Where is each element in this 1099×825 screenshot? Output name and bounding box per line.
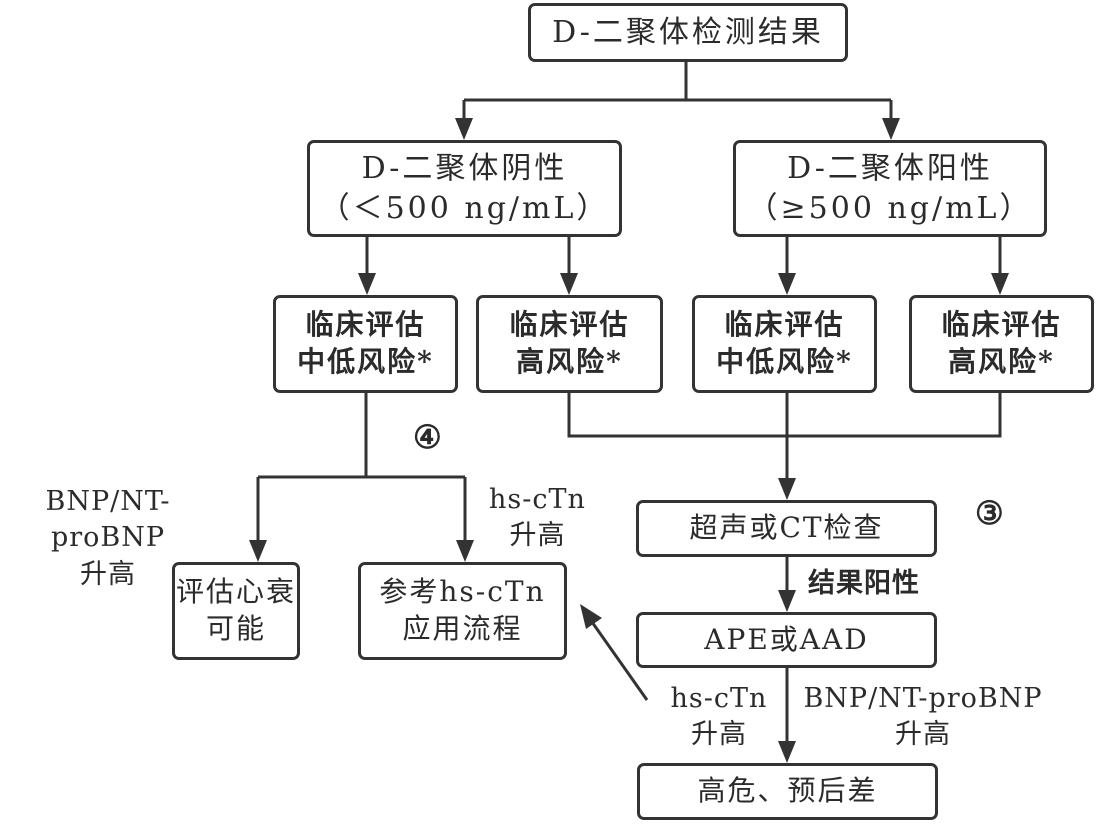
edge-label-hsctn-left: hs-cTn 升高 (480, 482, 595, 555)
edge-label-line2: 升高 (691, 719, 747, 751)
assess-line1: 临床评估 (509, 308, 630, 342)
assess-box-neg-low: 临床评估 中低风险* (273, 295, 458, 393)
outcome-box: 高危、预后差 (637, 763, 938, 820)
arrowhead-negative (455, 118, 473, 140)
assess-line1: 临床评估 (941, 308, 1062, 342)
heart-failure-line2: 可能 (205, 612, 266, 645)
edge-label-line2: 升高 (509, 520, 566, 552)
negative-line1: D-二聚体阴性 (361, 150, 568, 186)
arrowhead-heart-failure (249, 540, 267, 562)
ape-aad-text: APE或AAD (704, 622, 869, 656)
heart-failure-line1: 评估心衰 (175, 575, 296, 609)
negative-box: D-二聚体阴性 （＜500 ng/mL） (307, 140, 622, 237)
marker-four: ④ (413, 418, 442, 456)
arrowhead-positive (882, 118, 900, 140)
arrowhead-outcome (778, 741, 796, 763)
edge-label-text: 结果阳性 (808, 568, 920, 599)
negative-line2: （＜500 ng/mL） (319, 190, 610, 226)
edge-label-result-positive: 结果阳性 (808, 566, 948, 602)
imaging-text: 超声或CT检查 (689, 511, 884, 545)
edge-label-line1: BNP/NT-proBNP (45, 486, 171, 554)
edge-label-line2: 升高 (80, 558, 136, 590)
edge-label-bnp-left: BNP/NT-proBNP 升高 (2, 484, 214, 593)
edge-label-hsctn-bottom: hs-cTn 升高 (660, 681, 778, 754)
assess-line1: 临床评估 (305, 308, 426, 342)
edge-label-line1: hs-cTn (670, 683, 768, 714)
marker-three: ③ (975, 494, 1004, 532)
positive-line2: （≥500 ng/mL） (747, 190, 1033, 226)
connector-assess2-merge (567, 393, 1002, 438)
arrowhead-assess-1 (358, 273, 376, 295)
edge-label-line1: hs-cTn (489, 484, 586, 515)
arrowhead-diagonal (580, 604, 602, 629)
assess-box-neg-high: 临床评估 高风险* (476, 295, 663, 393)
root-box: D-二聚体检测结果 (528, 3, 848, 62)
arrowhead-imaging (778, 478, 796, 500)
imaging-box: 超声或CT检查 (636, 500, 937, 557)
edge-label-line1: BNP/NT-proBNP (803, 683, 1043, 714)
hsctn-ref-line1: 参考hs-cTn (379, 575, 546, 609)
arrowhead-ape (778, 590, 796, 612)
assess-line2: 中低风险* (716, 345, 853, 378)
arrowhead-assess-3 (778, 273, 796, 295)
assess-line1: 临床评估 (724, 308, 845, 342)
positive-box: D-二聚体阳性 （≥500 ng/mL） (733, 140, 1047, 237)
positive-line1: D-二聚体阳性 (787, 150, 993, 186)
assess-box-pos-high: 临床评估 高风险* (909, 295, 1094, 393)
assess-line2: 高风险* (948, 345, 1055, 378)
root-text: D-二聚体检测结果 (552, 14, 824, 50)
outcome-text: 高危、预后差 (697, 774, 878, 808)
arrowhead-assess-2 (560, 273, 578, 295)
ape-aad-box: APE或AAD (636, 612, 937, 668)
assess-line2: 中低风险* (297, 345, 434, 378)
edge-label-line2: 升高 (895, 719, 951, 751)
assess-box-pos-low: 临床评估 中低风险* (692, 295, 877, 393)
heart-failure-box: 评估心衰 可能 (172, 562, 300, 660)
hsctn-ref-line2: 应用流程 (402, 612, 523, 645)
hsctn-ref-box: 参考hs-cTn 应用流程 (358, 562, 567, 660)
arrowhead-hsctn-ref (456, 540, 474, 562)
connector-diagonal-to-hsctn-ref (590, 621, 649, 701)
arrowhead-assess-4 (991, 273, 1009, 295)
assess-line2: 高风险* (516, 345, 623, 378)
edge-label-bnp-bottom: BNP/NT-proBNP 升高 (798, 681, 1048, 754)
